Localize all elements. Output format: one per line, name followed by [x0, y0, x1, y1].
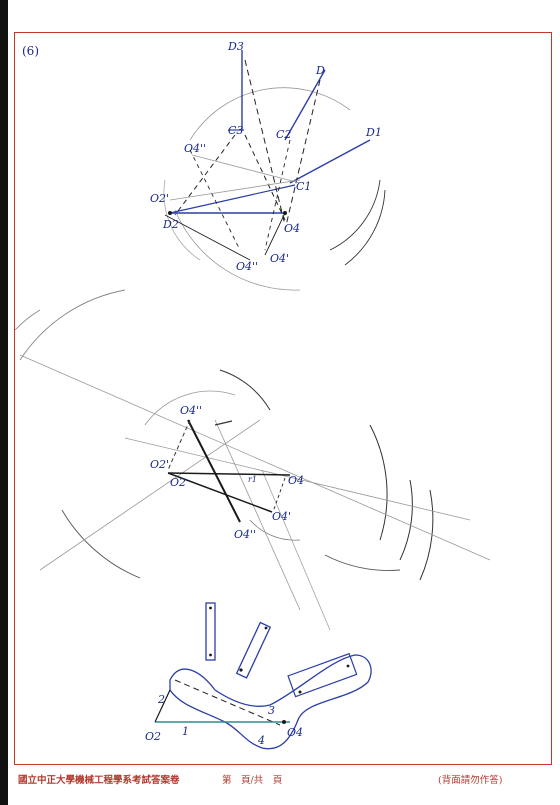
construction-arc [399, 479, 413, 561]
construction-arc [19, 289, 126, 361]
tick-mark [214, 420, 233, 426]
coupler-outline [169, 654, 372, 750]
label-1: 1 [182, 725, 189, 738]
construction-line [261, 469, 331, 631]
label-4: 4 [257, 734, 265, 747]
link-o2-o4 [167, 472, 291, 476]
label-o4: O4 [287, 726, 303, 739]
link-d-c2 [284, 69, 326, 141]
construction-line [39, 419, 261, 571]
label-o4p: O4' [272, 510, 291, 523]
linkage-diagram-bottom: O2 O4 1 2 3 4 [145, 602, 372, 750]
page-info: 第 頁/共 頁 [222, 775, 283, 786]
label-o4: O4 [288, 474, 304, 487]
construction-line [164, 214, 251, 261]
link-piece-angled [235, 621, 272, 679]
label-c3: C3 [228, 124, 243, 137]
label-3: 3 [268, 704, 275, 717]
construction-line [124, 437, 471, 521]
problem-label: (6) [22, 44, 39, 58]
label-o2: O2 [145, 730, 161, 743]
label-o2: D2 [162, 218, 179, 231]
drawing-canvas: (6) D3 D D1 C3 C2 C1 [15, 40, 491, 750]
label-c1: C1 [296, 180, 311, 193]
dashed-line [244, 134, 286, 221]
link-d1-c1 [289, 139, 371, 184]
linkage-diagram-top: D3 D D1 C3 C2 C1 O4'' O2' D2 O4 O4'' O4' [150, 40, 386, 291]
label-o4pp-top: O4'' [184, 142, 206, 155]
link-o4pp [187, 419, 241, 523]
construction-arc [174, 209, 301, 291]
construction-line [169, 179, 301, 201]
construction-line [191, 154, 301, 184]
construction-arc [219, 369, 271, 411]
dashed-line [174, 134, 236, 216]
label-o2p: O2' [150, 192, 169, 205]
backside-note: (背面請勿作答) [438, 775, 503, 786]
linkage-diagram-middle: O4'' O2' O2 r1 O4 O4' O4'' [15, 289, 491, 631]
label-o4ppp: O4'' [234, 528, 256, 541]
link-o4-drop [272, 477, 286, 513]
dashed-line [244, 59, 286, 226]
label-d: D [315, 64, 325, 77]
construction-line [264, 212, 286, 256]
dashed-line [189, 149, 241, 251]
binding-strip [0, 0, 8, 805]
label-o2: O2 [170, 476, 186, 489]
label-c2: C2 [276, 128, 291, 141]
construction-arc [163, 179, 201, 261]
dashed-line [264, 139, 291, 251]
construction-arc [189, 87, 351, 141]
link-piece-vertical [205, 602, 216, 661]
link-o2-crank [154, 689, 171, 723]
construction-arc [144, 390, 236, 426]
label-o4pp: O4'' [236, 260, 258, 273]
construction-line [19, 354, 491, 561]
answer-sheet-frame [14, 32, 552, 765]
label-r1: r1 [248, 475, 257, 484]
link-d2-c1 [169, 184, 296, 214]
construction-arc [419, 489, 434, 581]
label-d1: D1 [365, 126, 382, 139]
dashed-line [284, 79, 321, 231]
construction-arc [344, 189, 386, 266]
label-o2p: O2' [150, 458, 169, 471]
school-title: 國立中正大學機械工程學系考試答案卷 [18, 775, 180, 786]
construction-arc [15, 309, 41, 331]
construction-line [214, 419, 301, 611]
construction-arc [369, 424, 388, 541]
construction-arc [249, 519, 301, 541]
label-d3: D3 [227, 40, 244, 53]
link-o2-o4p [167, 472, 273, 513]
label-o4pp: O4'' [180, 404, 202, 417]
construction-arc [329, 179, 381, 251]
link-inner-box [287, 652, 358, 698]
construction-arc [324, 554, 401, 571]
construction-arc [61, 509, 141, 579]
label-o4p: O4' [270, 252, 289, 265]
dashed-centerline [174, 679, 281, 726]
dashed-link [167, 419, 191, 471]
label-2: 2 [157, 693, 165, 706]
label-o4: O4 [284, 222, 300, 235]
